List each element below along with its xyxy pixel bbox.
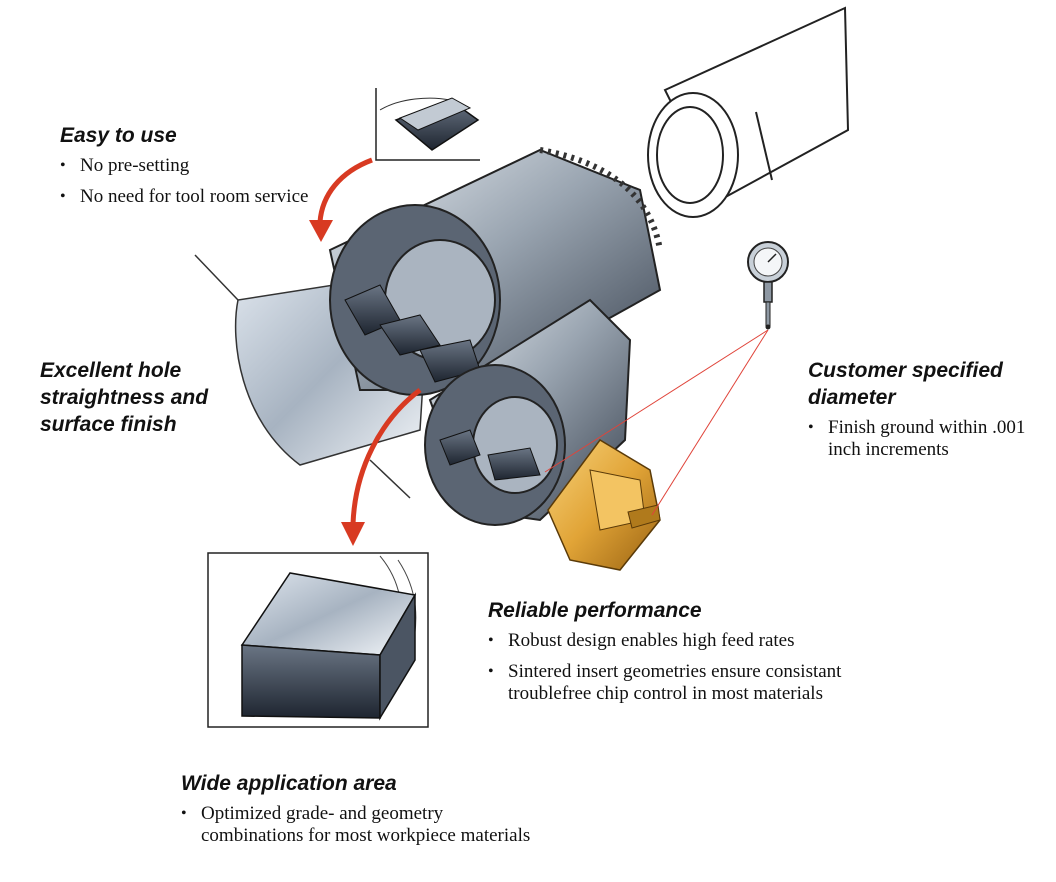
bullet-item: Sintered insert geometries ensure consis… (488, 661, 918, 705)
feature-title: Reliable performance (488, 599, 702, 622)
feature-hole-straightness: Excellent hole straightness and surface … (40, 357, 280, 438)
feature-customer-diameter: Customer specified diameter Finish groun… (808, 357, 1048, 470)
feature-title: Wide application area (181, 772, 397, 795)
feature-title: Excellent hole straightness and surface … (40, 359, 209, 436)
feature-easy-to-use: Easy to use No pre-setting No need for t… (60, 122, 320, 217)
feature-bullets: Finish ground within .001 inch increment… (808, 417, 1048, 461)
inset-insert-bottom (207, 552, 429, 728)
inset-insert-top (375, 88, 480, 161)
feature-title: Customer specified diameter (808, 359, 1003, 409)
measurement-lines (544, 329, 769, 516)
bullet-item: No pre-setting (60, 155, 320, 177)
bullet-item: No need for tool room service (60, 186, 320, 208)
feature-reliable-performance: Reliable performance Robust design enabl… (488, 597, 918, 714)
bullet-item: Robust design enables high feed rates (488, 630, 918, 652)
feature-wide-application: Wide application area Optimized grade- a… (181, 770, 541, 856)
gold-insert-head (547, 439, 661, 571)
feature-bullets: No pre-setting No need for tool room ser… (60, 155, 320, 208)
dial-gauge-icon (747, 241, 789, 330)
bullet-item: Optimized grade- and geometry combinatio… (181, 803, 541, 847)
feature-bullets: Robust design enables high feed rates Si… (488, 630, 918, 705)
workpiece-tube (647, 6, 850, 218)
feature-bullets: Optimized grade- and geometry combinatio… (181, 803, 541, 847)
bullet-item: Finish ground within .001 inch increment… (808, 417, 1048, 461)
arrow-insert-down (309, 157, 373, 242)
arrow-insert-out (341, 388, 422, 546)
drill-body-small (424, 298, 632, 526)
feature-title: Easy to use (60, 124, 177, 147)
